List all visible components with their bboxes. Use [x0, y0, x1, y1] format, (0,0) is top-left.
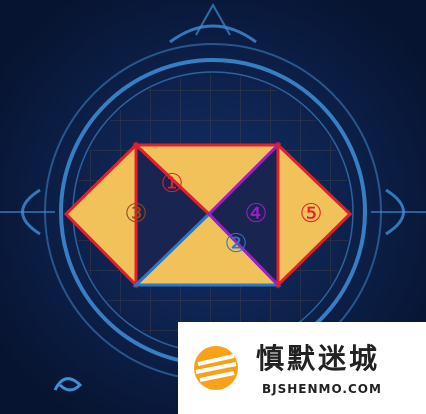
watermark-title: 慎默迷城 — [256, 342, 381, 375]
piece-2-label: ② — [224, 229, 247, 259]
piece-1-label: ① — [160, 169, 183, 199]
piece-4-label: ④ — [244, 199, 267, 229]
piece-5-label: ⑤ — [299, 199, 322, 229]
watermark-url: BJSHENMO.COM — [262, 382, 382, 396]
orange-sun-logo-icon — [194, 346, 238, 390]
watermark-panel: 慎默迷城 BJSHENMO.COM — [178, 322, 426, 414]
swirl-ornament-icon — [53, 377, 83, 392]
piece-3-label: ③ — [124, 199, 147, 229]
piece-5[interactable] — [276, 141, 353, 289]
